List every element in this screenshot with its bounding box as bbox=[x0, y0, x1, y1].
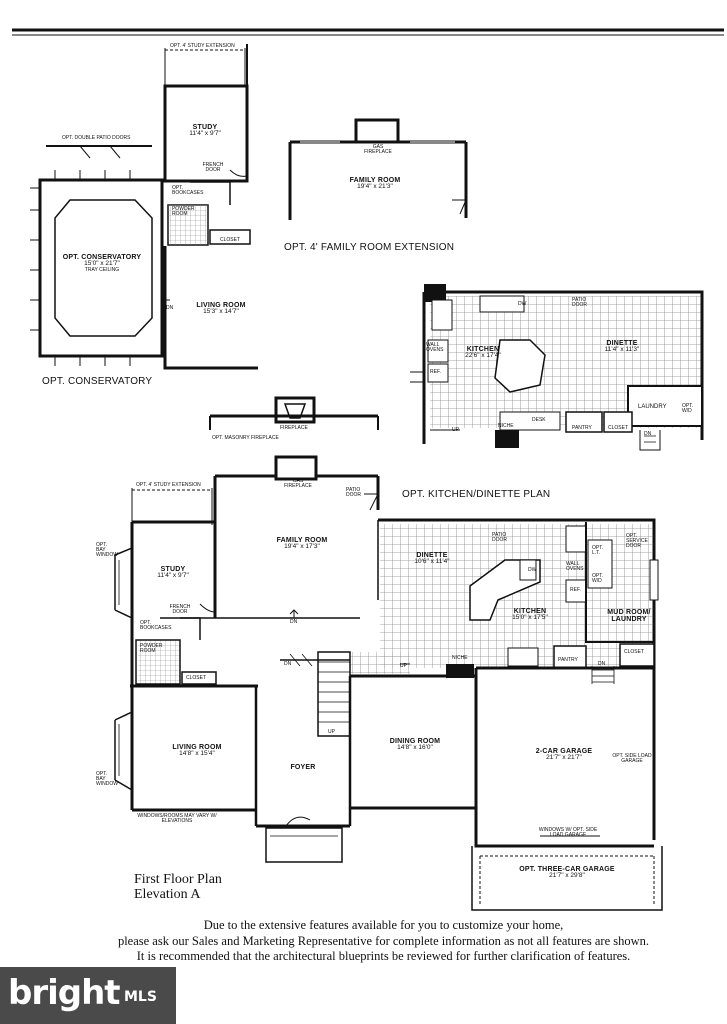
ff-garage-label: 2-CAR GARAGE 21'7" x 21'7" bbox=[535, 748, 593, 762]
kd-ref-label: REF. bbox=[430, 369, 441, 375]
kd-niche-label: NICHE bbox=[498, 423, 514, 429]
conservatory-plan bbox=[30, 44, 258, 370]
kd-dn-label: DN bbox=[644, 431, 652, 437]
family-extension-plan bbox=[288, 118, 468, 220]
ff-side-load-label: OPT. SIDE LOAD GARAGE bbox=[612, 753, 652, 764]
kd-patio-door-label: PATIO DOOR bbox=[572, 297, 587, 308]
kd-closet-label: CLOSET bbox=[608, 425, 629, 431]
ff-dn-stair-label: DN bbox=[284, 661, 292, 667]
ff-dn-family-label: DN bbox=[290, 619, 298, 625]
ff-powder-label: POWDER ROOM bbox=[140, 643, 163, 654]
ff-fireplace-label: GAS FIREPLACE bbox=[284, 478, 312, 489]
ff-family-label: FAMILY ROOM 19'4" x 17'3" bbox=[276, 537, 328, 551]
double-patio-doors-label: OPT. DOUBLE PATIO DOORS bbox=[62, 135, 131, 141]
ff-up-hall-label: UP bbox=[400, 663, 407, 669]
ff-ref-label: REF. bbox=[570, 587, 581, 593]
kd-laundry-label: LAUNDRY bbox=[638, 404, 667, 410]
ff-bookcases-label: OPT. BOOKCASES bbox=[140, 620, 172, 631]
kd-opt-wd-label: OPT. W/D bbox=[682, 403, 694, 414]
kd-pantry-label: PANTRY bbox=[572, 425, 592, 431]
ff-three-car-label: OPT. THREE-CAR GARAGE 21'7" x 29'8" bbox=[519, 866, 615, 880]
kd-caption: OPT. KITCHEN/DINETTE PLAN bbox=[402, 489, 551, 500]
ff-windows-note-label: WINDOWS/ROOMS MAY VARY W/ ELEVATIONS bbox=[137, 813, 217, 824]
ff-kitchen-label: KITCHEN 15'0" x 17'5" bbox=[512, 608, 548, 622]
kd-dinette-label: DINETTE 11'4" x 11'3" bbox=[604, 340, 640, 354]
header-rule bbox=[12, 28, 724, 36]
masonry-caption: OPT. MASONRY FIREPLACE bbox=[212, 435, 279, 441]
conservatory-caption: OPT. CONSERVATORY bbox=[42, 376, 153, 387]
ff-mudroom-label: MUD ROOM/ LAUNDRY bbox=[607, 609, 651, 624]
masonry-fireplace-label: FIREPLACE bbox=[280, 425, 308, 431]
ff-patio-door-dinette-label: PATIO DOOR bbox=[492, 532, 507, 543]
plan-title: First Floor Plan Elevation A bbox=[134, 872, 222, 903]
kd-desk-label: DESK bbox=[532, 417, 546, 423]
conservatory-dn-label: DN bbox=[166, 305, 174, 311]
conservatory-living-label: LIVING ROOM 15'3" x 14'7" bbox=[196, 302, 246, 316]
kd-dw-label: DW bbox=[518, 301, 527, 307]
kitchen-dinette-plan bbox=[410, 284, 704, 451]
conservatory-bookcases-label: OPT. BOOKCASES bbox=[172, 185, 204, 196]
ff-dw-label: DW bbox=[528, 567, 537, 573]
ff-service-door-label: OPT. SERVICE DOOR bbox=[626, 533, 648, 549]
ff-french-door-label: FRENCH DOOR bbox=[169, 604, 191, 615]
ff-bay-window-living-label: OPT. BAY WINDOW bbox=[96, 771, 118, 787]
ff-foyer-label: FOYER bbox=[290, 764, 316, 771]
kd-up-label: UP bbox=[452, 427, 459, 433]
ff-opt-lt-label: OPT. L.T. bbox=[592, 545, 604, 556]
ff-dinette-label: DINETTE 10'6" x 11'4" bbox=[414, 552, 450, 566]
conservatory-french-door-label: FRENCH DOOR bbox=[202, 162, 224, 173]
ff-dn-mud-label: DN bbox=[598, 661, 606, 667]
conservatory-study-label: STUDY 11'4" x 9'7" bbox=[189, 124, 221, 138]
family-ext-caption: OPT. 4' FAMILY ROOM EXTENSION bbox=[284, 242, 455, 253]
first-floor-plan bbox=[114, 455, 663, 911]
disclaimer-text: Due to the extensive features available … bbox=[117, 918, 650, 964]
masonry-fireplace-plan bbox=[209, 396, 379, 430]
bright-mls-logo: bright MLS bbox=[0, 967, 176, 1024]
ff-study-ext-label: OPT. 4' STUDY EXTENSION bbox=[136, 482, 201, 488]
ff-patio-door-family-label: PATIO DOOR bbox=[346, 487, 361, 498]
kd-kitchen-label: KITCHEN 22'6" x 17'4" bbox=[465, 346, 501, 360]
family-ext-room-label: FAMILY ROOM 19'4" x 21'3" bbox=[349, 177, 401, 191]
ff-wall-ovens-label: WALL OVENS bbox=[566, 561, 584, 572]
conservatory-room-label: OPT. CONSERVATORY 15'0" x 21'7" TRAY CEI… bbox=[62, 254, 142, 274]
conservatory-study-ext-label: OPT. 4' STUDY EXTENSION bbox=[170, 43, 235, 49]
kd-wall-ovens-label: WALL OVENS bbox=[426, 342, 444, 353]
ff-up-stair-label: UP bbox=[328, 729, 335, 735]
conservatory-powder-label: POWDER ROOM bbox=[172, 206, 195, 217]
ff-living-label: LIVING ROOM 14'8" x 15'4" bbox=[172, 744, 222, 758]
ff-study-label: STUDY 11'4" x 9'7" bbox=[157, 566, 189, 580]
ff-bay-window-study-label: OPT. BAY WINDOW bbox=[96, 542, 118, 558]
ff-dining-label: DINING ROOM 14'8" x 16'0" bbox=[389, 738, 441, 752]
ff-pantry-label: PANTRY bbox=[558, 657, 578, 663]
ff-windows-garage-label: WINDOWS W/ OPT. SIDE LOAD GARAGE bbox=[538, 827, 598, 838]
ff-closet-label: CLOSET bbox=[186, 675, 207, 681]
ff-closet-mud-label: CLOSET bbox=[624, 649, 645, 655]
conservatory-closet-label: CLOSET bbox=[220, 237, 241, 243]
ff-niche-label: NICHE bbox=[452, 655, 468, 661]
family-ext-fireplace-label: GAS FIREPLACE bbox=[364, 144, 392, 155]
ff-opt-wd-label: OPT. W/D bbox=[592, 573, 604, 584]
